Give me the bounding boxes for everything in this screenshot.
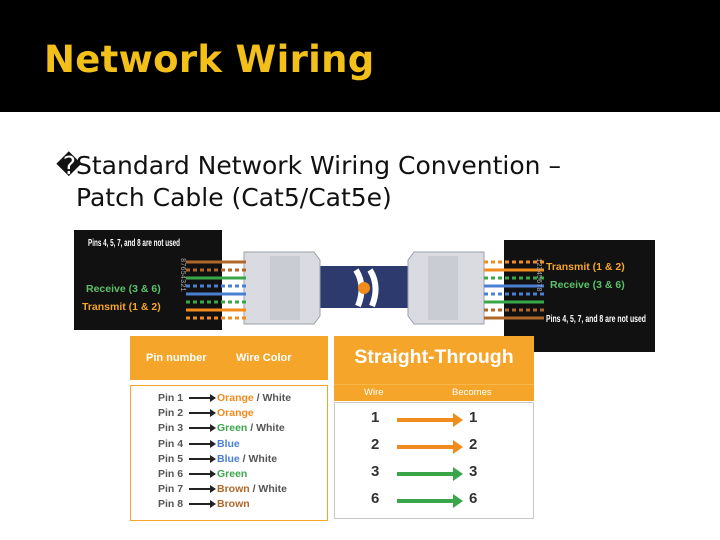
- left-connector-latch: [270, 256, 300, 320]
- wire-color-label: Orange: [217, 407, 254, 419]
- pin-row: Pin 3 Green / White: [131, 422, 327, 437]
- right-label-panel: [504, 240, 655, 352]
- wire-color-name: Orange: [217, 407, 254, 420]
- wire-value: 2: [371, 436, 380, 453]
- right-arrow-icon: [189, 470, 216, 478]
- wire-value: 3: [371, 463, 380, 480]
- right-arrow-icon: [189, 454, 216, 463]
- wire-color-name: Orange: [217, 392, 254, 404]
- wire-color-suffix: / White: [249, 483, 288, 496]
- right-transmit-label: Transmit (1 & 2): [546, 261, 625, 273]
- patch-cable-diagram: Pins 4, 5, 7, and 8 are not used Receive…: [74, 230, 655, 352]
- becomes-value: 3: [469, 463, 478, 480]
- left-pin-numbers: 87654321: [178, 258, 186, 292]
- right-arrow-icon: [189, 500, 216, 509]
- wire-color-name: Blue: [217, 437, 240, 450]
- left-receive-label: Receive (3 & 6): [86, 283, 161, 295]
- wire-color-suffix: / White: [253, 392, 292, 404]
- becomes-column-header: Becomes: [452, 387, 492, 398]
- becomes-value: 1: [469, 409, 478, 426]
- bullet-line-1: Standard Network Wiring Convention –: [76, 151, 561, 180]
- right-wires: [484, 260, 544, 320]
- pin-row: Pin 7 Brown / White: [131, 483, 327, 498]
- pin-label: Pin 7: [158, 483, 184, 496]
- wire-color-name: Green: [217, 468, 248, 480]
- wire-color-name: Brown: [217, 498, 250, 511]
- straight-through-title: Straight-Through: [354, 346, 514, 368]
- wire-column-header: Wire: [364, 387, 384, 398]
- pin-label: Pin 5: [158, 452, 184, 465]
- right-unused-label: Pins 4, 5, 7, and 8 are not used: [546, 314, 646, 325]
- straight-through-subheader: Wire Becomes: [334, 384, 534, 401]
- right-arrow-icon: [189, 409, 216, 418]
- wire-color-name: Brown: [217, 483, 250, 496]
- wire-twist: [358, 282, 370, 294]
- pin-table-header: Pin number Wire Color: [130, 336, 328, 380]
- becomes-value: 2: [469, 436, 478, 453]
- right-arrow-icon: [397, 494, 463, 508]
- wire-value: 1: [371, 409, 380, 426]
- left-wires: [186, 260, 246, 320]
- wire-color-label: Green: [217, 468, 247, 480]
- wire-color-label: Blue / White: [217, 453, 277, 465]
- wire-color-suffix: / White: [247, 422, 285, 435]
- right-arrow-icon: [189, 439, 216, 448]
- becomes-value: 6: [469, 490, 478, 507]
- right-arrow-icon: [397, 440, 463, 454]
- pin-row: Pin 2 Orange: [131, 407, 327, 422]
- bullet-text: �Standard Network Wiring Convention – Pa…: [56, 150, 676, 214]
- pin-label: Pin 4: [158, 437, 184, 450]
- pin-label: Pin 3: [158, 422, 184, 435]
- wire-color-label: Orange / White: [217, 392, 291, 404]
- wire-color-name: Green: [217, 422, 248, 435]
- slide-title: Network Wiring: [44, 38, 375, 81]
- right-connector-latch: [428, 256, 458, 320]
- right-arrow-icon: [189, 424, 216, 433]
- right-pin-numbers: 12345678: [534, 258, 542, 292]
- pin-row: Pin 5 Blue / White: [131, 453, 327, 468]
- right-receive-label: Receive (3 & 6): [550, 279, 625, 291]
- pin-row: Pin 8 Brown: [131, 498, 327, 513]
- wire-color-suffix: / White: [239, 452, 278, 465]
- pin-number-header: Pin number: [146, 352, 207, 364]
- straight-through-header: Straight-Through: [334, 336, 534, 384]
- pin-label: Pin 2: [158, 407, 184, 420]
- right-arrow-icon: [189, 394, 216, 402]
- pin-label: Pin 6: [158, 468, 184, 480]
- bullet-line-2: Patch Cable (Cat5/Cat5e): [76, 183, 392, 212]
- wire-color-header: Wire Color: [236, 352, 292, 364]
- pin-row: Pin 1 Orange / White: [131, 392, 327, 407]
- pin-row: Pin 6 Green: [131, 468, 327, 483]
- wire-color-label: Brown / White: [217, 483, 287, 495]
- right-arrow-icon: [189, 485, 216, 494]
- pin-row: Pin 4 Blue: [131, 438, 327, 453]
- right-arrow-icon: [397, 467, 463, 481]
- wire-color-label: Blue: [217, 438, 240, 450]
- wire-value: 6: [371, 490, 380, 507]
- pin-color-table: Pin number Wire Color Pin 1 Orange / Whit…: [130, 336, 328, 521]
- title-bar: Network Wiring: [0, 0, 720, 112]
- wire-color-name: Blue: [217, 452, 240, 465]
- pin-label: Pin 1: [158, 392, 184, 404]
- wire-color-label: Green / White: [217, 422, 285, 434]
- left-transmit-label: Transmit (1 & 2): [82, 301, 161, 313]
- left-label-panel: [74, 230, 222, 330]
- wire-color-label: Brown: [217, 498, 250, 510]
- bullet-marker: �: [56, 151, 82, 180]
- left-unused-label: Pins 4, 5, 7, and 8 are not used: [88, 238, 180, 249]
- right-arrow-icon: [397, 413, 463, 427]
- pin-label: Pin 8: [158, 498, 184, 511]
